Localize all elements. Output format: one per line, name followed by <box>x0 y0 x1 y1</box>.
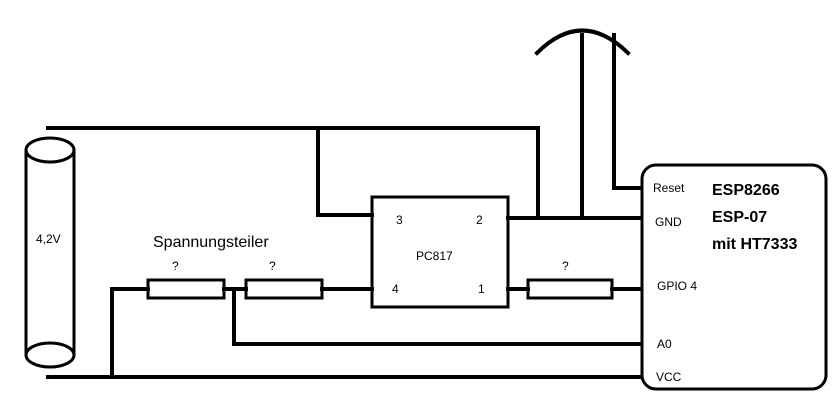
wire-divider-a0 <box>232 287 642 346</box>
antenna <box>534 28 642 220</box>
wire-top-ground <box>46 126 540 220</box>
optocoupler-name: PC817 <box>416 249 453 263</box>
esp-pin-reset: Reset <box>653 181 685 195</box>
pin-1-label: 1 <box>478 282 485 296</box>
divider-r1-label: ? <box>172 259 179 273</box>
esp-title-line-1: ESP8266 <box>712 182 780 199</box>
antenna-reset-wire <box>612 33 642 190</box>
series-resistor-label: ? <box>562 259 569 273</box>
esp-module: Reset GND GPIO 4 A0 VCC ESP8266 ESP-07 m… <box>640 163 828 391</box>
esp-pin-a0: A0 <box>657 337 672 351</box>
pin-4-label: 4 <box>392 282 399 296</box>
divider-resistor-2 <box>244 278 324 300</box>
esp-pin-gpio4: GPIO 4 <box>657 279 697 293</box>
divider-label: Spannungsteiler <box>153 234 269 251</box>
wire-ground-pin3 <box>316 126 374 217</box>
esp-title-line-2: ESP-07 <box>712 209 767 226</box>
esp-body <box>640 163 828 391</box>
esp-title-line-3: mit HT7333 <box>712 236 797 253</box>
optocoupler-body <box>370 195 510 309</box>
esp-pin-vcc: VCC <box>656 370 682 384</box>
optocoupler-pc817: PC817 3 2 4 1 <box>370 195 510 309</box>
battery-top-cap <box>24 136 76 164</box>
series-resistor <box>526 278 614 300</box>
pin-2-label: 2 <box>476 213 483 227</box>
pin-3-label: 3 <box>396 213 403 227</box>
wire-vcc-divider <box>110 287 150 379</box>
antenna-arc <box>534 28 631 56</box>
divider-resistor-1 <box>146 278 226 300</box>
battery-label: 4,2V <box>36 232 61 246</box>
divider-r2-label: ? <box>269 259 276 273</box>
battery: 4,2V <box>24 136 76 369</box>
esp-pin-gnd: GND <box>655 215 682 229</box>
battery-bottom-cap <box>24 341 76 369</box>
